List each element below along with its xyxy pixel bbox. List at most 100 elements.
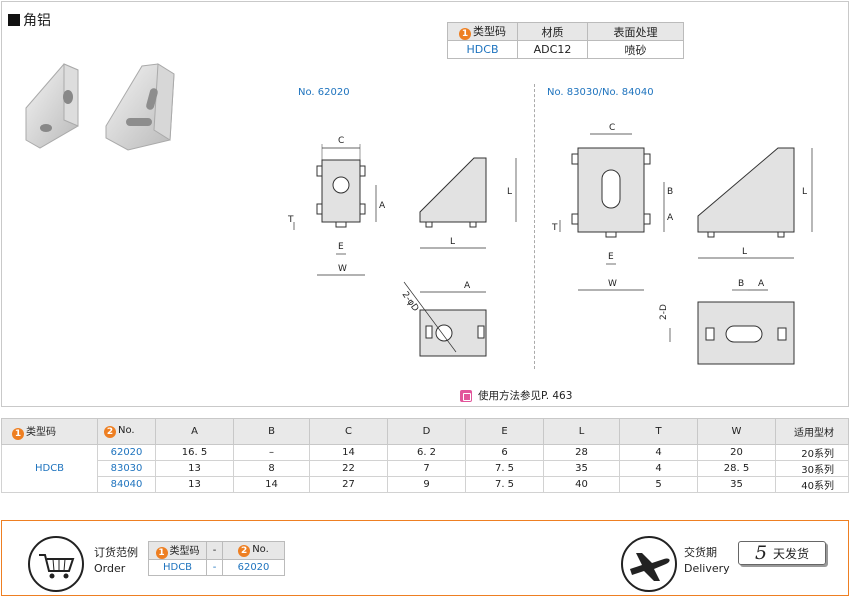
dim-l2-label: L — [450, 237, 455, 247]
size-e: 7. 5 — [465, 460, 544, 477]
size-b: – — [233, 444, 310, 461]
size-profile: 40系列 — [775, 476, 849, 493]
size-profile: 30系列 — [775, 460, 849, 477]
size-t: 4 — [619, 460, 698, 477]
dim-a-label-r: A — [667, 213, 674, 223]
size-header-b: B — [233, 418, 310, 445]
order-head-dash: - — [206, 541, 223, 560]
size-no: 83030 — [97, 460, 156, 477]
size-b: 8 — [233, 460, 310, 477]
page-title: 角铝 — [8, 10, 51, 30]
badge-2: 2 — [104, 426, 116, 438]
size-header-e: E — [465, 418, 544, 445]
usage-note-text[interactable]: 使用方法参见P. 463 — [478, 390, 573, 402]
size-t: 5 — [619, 476, 698, 493]
badge-1: 1 — [459, 28, 471, 40]
size-type-code: HDCB — [1, 444, 98, 493]
dim-b2-label-r: B — [738, 279, 744, 289]
delivery-label: 交货期 Delivery — [684, 545, 730, 577]
spec-material: ADC12 — [517, 40, 588, 59]
dim-t-label-r: T — [551, 223, 558, 233]
size-d: 6. 2 — [387, 444, 466, 461]
spec-header-surface: 表面处理 — [587, 22, 684, 41]
dim-e-label-r: E — [608, 252, 614, 262]
large-bracket-photo — [105, 63, 175, 151]
dim-hole-label-r: 2-D — [659, 304, 669, 320]
size-header-c: C — [309, 418, 388, 445]
size-a: 13 — [155, 460, 234, 477]
section-divider — [534, 84, 535, 369]
badge-2: 2 — [238, 545, 251, 557]
dim-t-label: T — [287, 215, 294, 225]
size-no: 84040 — [97, 476, 156, 493]
delivery-label-en: Delivery — [684, 562, 730, 575]
dim-l-label-r: L — [802, 187, 807, 197]
airplane-icon — [621, 536, 677, 592]
size-c: 27 — [309, 476, 388, 493]
spec-surface: 喷砂 — [587, 40, 684, 59]
badge-1: 1 — [12, 428, 24, 440]
dim-e-label: E — [338, 242, 344, 252]
size-c: 14 — [309, 444, 388, 461]
title-square-icon — [8, 14, 20, 26]
page-title-text: 角铝 — [23, 13, 51, 29]
size-t: 4 — [619, 444, 698, 461]
size-e: 7. 5 — [465, 476, 544, 493]
drawing-62020: C A T E W L L A 2-φD — [287, 136, 517, 357]
spec-type-code: HDCB — [447, 40, 518, 59]
delivery-days-box: 5 天发货 — [738, 541, 826, 565]
size-w: 20 — [697, 444, 776, 461]
dim-hole-label: 2-φD — [400, 290, 421, 314]
size-no: 62020 — [97, 444, 156, 461]
dim-c-label-r: C — [609, 123, 615, 133]
dim-a2-label-r: A — [758, 279, 765, 289]
size-header-a: A — [155, 418, 234, 445]
size-header-l: L — [543, 418, 620, 445]
model-label-83030-84040: No. 83030/No. 84040 — [547, 87, 654, 98]
size-e: 6 — [465, 444, 544, 461]
size-c: 22 — [309, 460, 388, 477]
cart-icon — [28, 536, 84, 592]
badge-1: 1 — [155, 547, 168, 559]
order-type-value: HDCB — [148, 559, 207, 576]
order-dash-value: - — [206, 559, 223, 576]
drawing-83030-84040: C B A T E W L L B A 2-D — [551, 123, 813, 365]
usage-note[interactable]: 使用方法参见P. 463 — [460, 388, 572, 403]
order-label-en: Order — [94, 562, 126, 575]
size-l: 40 — [543, 476, 620, 493]
order-label-cn: 订货范例 — [94, 546, 138, 559]
dim-w-label: W — [338, 264, 347, 274]
dim-a2-label: A — [464, 281, 471, 291]
product-photo — [25, 63, 175, 151]
dim-b-label-r: B — [667, 187, 673, 197]
delivery-label-cn: 交货期 — [684, 546, 717, 559]
order-label: 订货范例 Order — [94, 545, 138, 577]
order-no-value: 62020 — [222, 559, 285, 576]
delivery-days-text: 天发货 — [773, 546, 810, 561]
size-b: 14 — [233, 476, 310, 493]
usage-book-icon — [460, 389, 472, 402]
dim-l2-label-r: L — [742, 247, 747, 257]
size-header-t: T — [619, 418, 698, 445]
size-header-d: D — [387, 418, 466, 445]
size-w: 28. 5 — [697, 460, 776, 477]
size-header-w: W — [697, 418, 776, 445]
dim-w-label-r: W — [608, 279, 617, 289]
size-a: 13 — [155, 476, 234, 493]
spec-header-material: 材质 — [517, 22, 588, 41]
size-header-profile: 适用型材 — [775, 418, 849, 445]
size-profile: 20系列 — [775, 444, 849, 461]
